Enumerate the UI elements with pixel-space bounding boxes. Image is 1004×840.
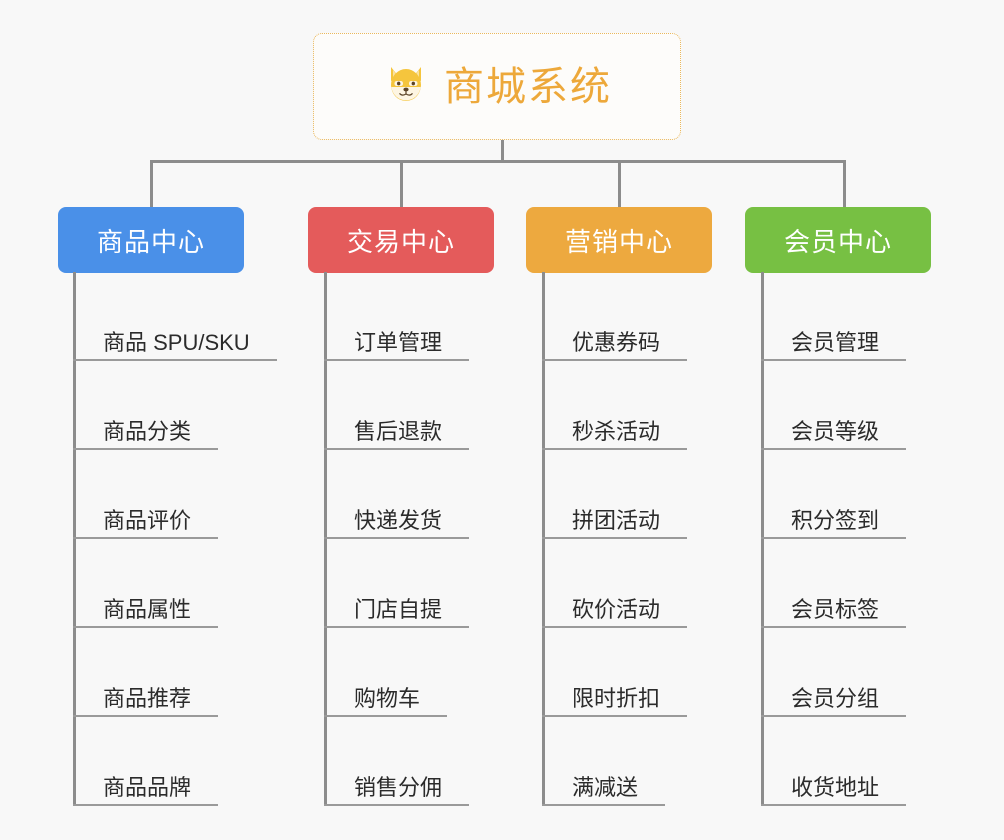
leaf-item[interactable]: 收货地址 (761, 717, 906, 806)
leaf-label: 商品分类 (103, 419, 192, 444)
leaf-label: 商品品牌 (103, 775, 192, 800)
leaf-spine (761, 272, 764, 806)
leaf-label: 砍价活动 (572, 597, 661, 622)
leaf-item[interactable]: 会员分组 (761, 628, 906, 717)
leaf-label: 商品评价 (103, 508, 192, 533)
leaf-item[interactable]: 会员等级 (761, 361, 906, 450)
leaf-label: 商品推荐 (103, 686, 192, 711)
leaf-label: 快递发货 (354, 508, 443, 533)
leaf-item[interactable]: 商品 SPU/SKU (73, 272, 277, 361)
branch-box-商品中心[interactable]: 商品中心 (58, 207, 244, 273)
branch-label: 会员中心 (783, 226, 892, 257)
leaf-item[interactable]: 拼团活动 (542, 450, 687, 539)
leaf-label: 订单管理 (354, 330, 443, 355)
branch-drop-line-2 (400, 160, 403, 207)
leaf-label: 积分签到 (791, 508, 880, 533)
branch-drop-line-3 (618, 160, 621, 207)
leaf-spine (542, 272, 545, 806)
leaf-item[interactable]: 限时折扣 (542, 628, 687, 717)
leaf-label: 满减送 (572, 775, 639, 800)
leaf-item[interactable]: 会员管理 (761, 272, 906, 361)
leaf-spine (73, 272, 76, 806)
root-node[interactable]: 商城系统 (313, 33, 681, 140)
shiba-dog-icon (382, 60, 430, 113)
leaf-item[interactable]: 门店自提 (324, 539, 469, 628)
leaf-label: 销售分佣 (354, 775, 443, 800)
leaf-label: 商品属性 (103, 597, 192, 622)
leaf-item[interactable]: 商品评价 (73, 450, 218, 539)
branch-label: 营销中心 (564, 226, 673, 257)
branch-bus-line (150, 160, 846, 163)
leaf-label: 会员分组 (791, 686, 880, 711)
leaf-label: 会员标签 (791, 597, 880, 622)
leaf-item[interactable]: 商品品牌 (73, 717, 218, 806)
leaf-label: 商品 SPU/SKU (103, 330, 250, 355)
branch-drop-line-1 (150, 160, 153, 207)
leaf-label: 会员等级 (791, 419, 880, 444)
leaf-item[interactable]: 秒杀活动 (542, 361, 687, 450)
leaf-item[interactable]: 销售分佣 (324, 717, 469, 806)
leaf-item[interactable]: 购物车 (324, 628, 447, 717)
leaf-item[interactable]: 订单管理 (324, 272, 469, 361)
leaf-label: 秒杀活动 (572, 419, 661, 444)
leaf-item[interactable]: 商品分类 (73, 361, 218, 450)
branch-box-营销中心[interactable]: 营销中心 (526, 207, 712, 273)
leaf-label: 限时折扣 (572, 686, 661, 711)
leaf-label: 优惠券码 (572, 330, 661, 355)
branch-box-会员中心[interactable]: 会员中心 (745, 207, 931, 273)
branch-label: 商品中心 (96, 226, 205, 257)
leaf-item[interactable]: 商品属性 (73, 539, 218, 628)
leaf-label: 拼团活动 (572, 508, 661, 533)
branch-label: 交易中心 (346, 226, 455, 257)
leaf-item[interactable]: 售后退款 (324, 361, 469, 450)
leaf-item[interactable]: 优惠券码 (542, 272, 687, 361)
leaf-label: 售后退款 (354, 419, 443, 444)
leaf-label: 购物车 (354, 686, 421, 711)
leaf-spine (324, 272, 327, 806)
leaf-label: 会员管理 (791, 330, 880, 355)
root-title: 商城系统 (444, 64, 612, 109)
leaf-label: 收货地址 (791, 775, 880, 800)
leaf-item[interactable]: 商品推荐 (73, 628, 218, 717)
leaf-item[interactable]: 积分签到 (761, 450, 906, 539)
leaf-item[interactable]: 会员标签 (761, 539, 906, 628)
branch-box-交易中心[interactable]: 交易中心 (308, 207, 494, 273)
branch-drop-line-4 (843, 160, 846, 207)
leaf-item[interactable]: 满减送 (542, 717, 665, 806)
leaf-item[interactable]: 快递发货 (324, 450, 469, 539)
root-drop-line (501, 140, 504, 161)
leaf-item[interactable]: 砍价活动 (542, 539, 687, 628)
leaf-label: 门店自提 (354, 597, 443, 622)
